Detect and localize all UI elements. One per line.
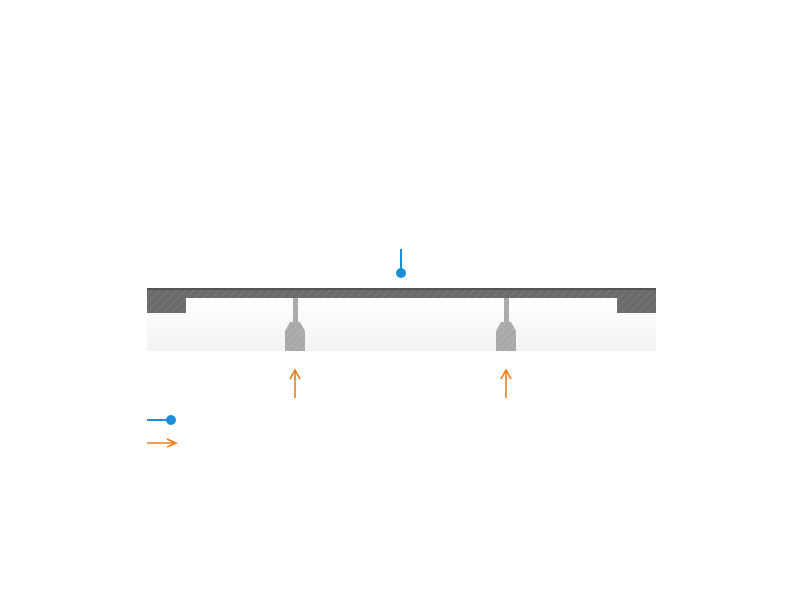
point-load-icon [147, 415, 176, 425]
support-post-right [496, 298, 516, 351]
reaction-arrow-left [289, 368, 301, 398]
reaction-arrow-right [500, 368, 512, 398]
beam-top-edge [147, 288, 656, 290]
horizontal-beam [147, 288, 656, 298]
support-post-left [285, 298, 305, 351]
left-end-block [147, 298, 186, 313]
right-end-block [617, 298, 656, 313]
arrow-icon [147, 438, 178, 448]
ground-area [147, 298, 656, 351]
legend [147, 415, 178, 448]
point-load [396, 249, 406, 278]
